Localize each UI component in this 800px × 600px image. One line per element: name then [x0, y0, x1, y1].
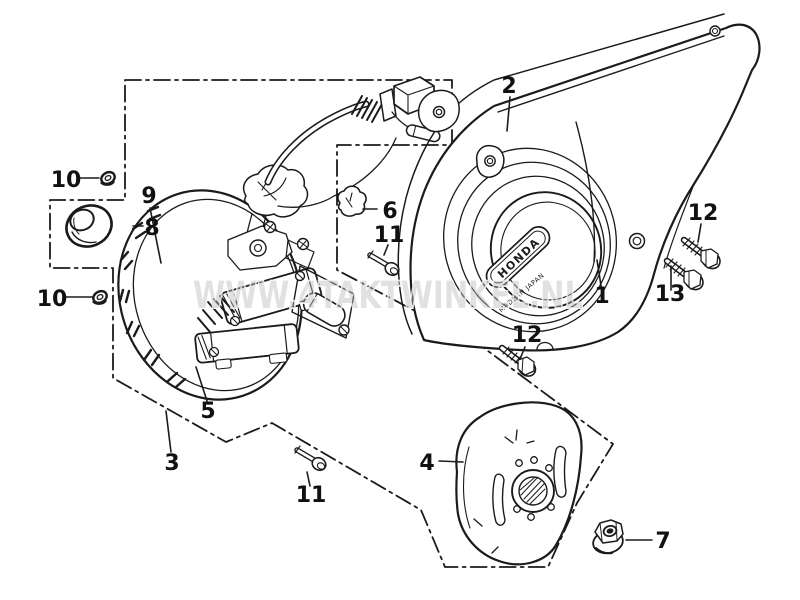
flywheel-hub-threads	[519, 476, 546, 505]
leader-11b	[306, 471, 311, 487]
flywheel-slot-right	[553, 445, 567, 498]
callout-7: 7	[655, 529, 670, 554]
part-washer-10b	[92, 289, 108, 305]
callout-11b: 11	[296, 483, 327, 508]
part-gasket-2	[397, 13, 725, 335]
watermark-text: WWW.4TAKTWINKEL.NL	[193, 274, 583, 317]
leader-12b	[697, 223, 702, 243]
stator-contact-breaker	[227, 220, 315, 271]
callout-labels: 10 8 9 10 6 11 2 12 12 13 1 5 3 11 4 7	[37, 74, 719, 554]
callout-6: 6	[382, 199, 397, 224]
part-screw-11a	[367, 250, 400, 277]
leader-lines	[64, 96, 702, 541]
callout-12a: 12	[512, 323, 543, 348]
callout-9: 9	[141, 184, 156, 209]
wire-bundle-hatch	[351, 95, 383, 123]
stator-coil-lower	[194, 323, 300, 370]
phantom-boundary	[49, 79, 614, 568]
flywheel-slot-left	[492, 473, 506, 526]
part-oil-seal-8	[65, 204, 113, 248]
callout-4: 4	[419, 451, 434, 476]
part-flange-nut-7	[592, 519, 624, 555]
stator-bracket-condenser	[291, 265, 355, 339]
stator-core-laminations	[197, 295, 235, 333]
callout-10b: 10	[37, 287, 68, 312]
leader-12a	[519, 346, 526, 360]
callout-3: 3	[164, 451, 179, 476]
cover-dome-rings	[442, 147, 618, 333]
leader-5	[195, 366, 208, 402]
callout-5: 5	[200, 399, 215, 424]
cover-screw-tab	[475, 144, 505, 178]
cover-tip-hole	[709, 25, 721, 37]
leader-9	[149, 207, 162, 264]
part-bolt-12a	[498, 344, 537, 377]
part-screw-11b	[294, 445, 327, 472]
part-grommet-6	[337, 185, 367, 217]
part-bolt-13	[663, 257, 704, 291]
callout-8: 8	[144, 216, 159, 241]
leader-1	[596, 259, 603, 293]
callout-12b: 12	[688, 201, 719, 226]
leader-4	[438, 460, 464, 463]
part-stator-assembly	[117, 164, 355, 401]
leader-2	[506, 96, 511, 132]
callout-13: 13	[655, 282, 686, 307]
cover-boss-hole	[628, 232, 646, 250]
flywheel-holes	[513, 456, 555, 521]
leader-3	[165, 410, 172, 453]
callout-2: 2	[501, 74, 516, 99]
part-washer-10a	[100, 170, 116, 186]
callout-1: 1	[594, 284, 609, 309]
callout-11a: 11	[374, 223, 405, 248]
part-side-cover-1: HONDA MADE IN JAPAN	[409, 23, 761, 352]
part-flywheel-4	[455, 401, 583, 566]
leader-11a	[383, 244, 389, 256]
part-bolt-12b	[680, 236, 721, 270]
callout-10a: 10	[51, 168, 82, 193]
